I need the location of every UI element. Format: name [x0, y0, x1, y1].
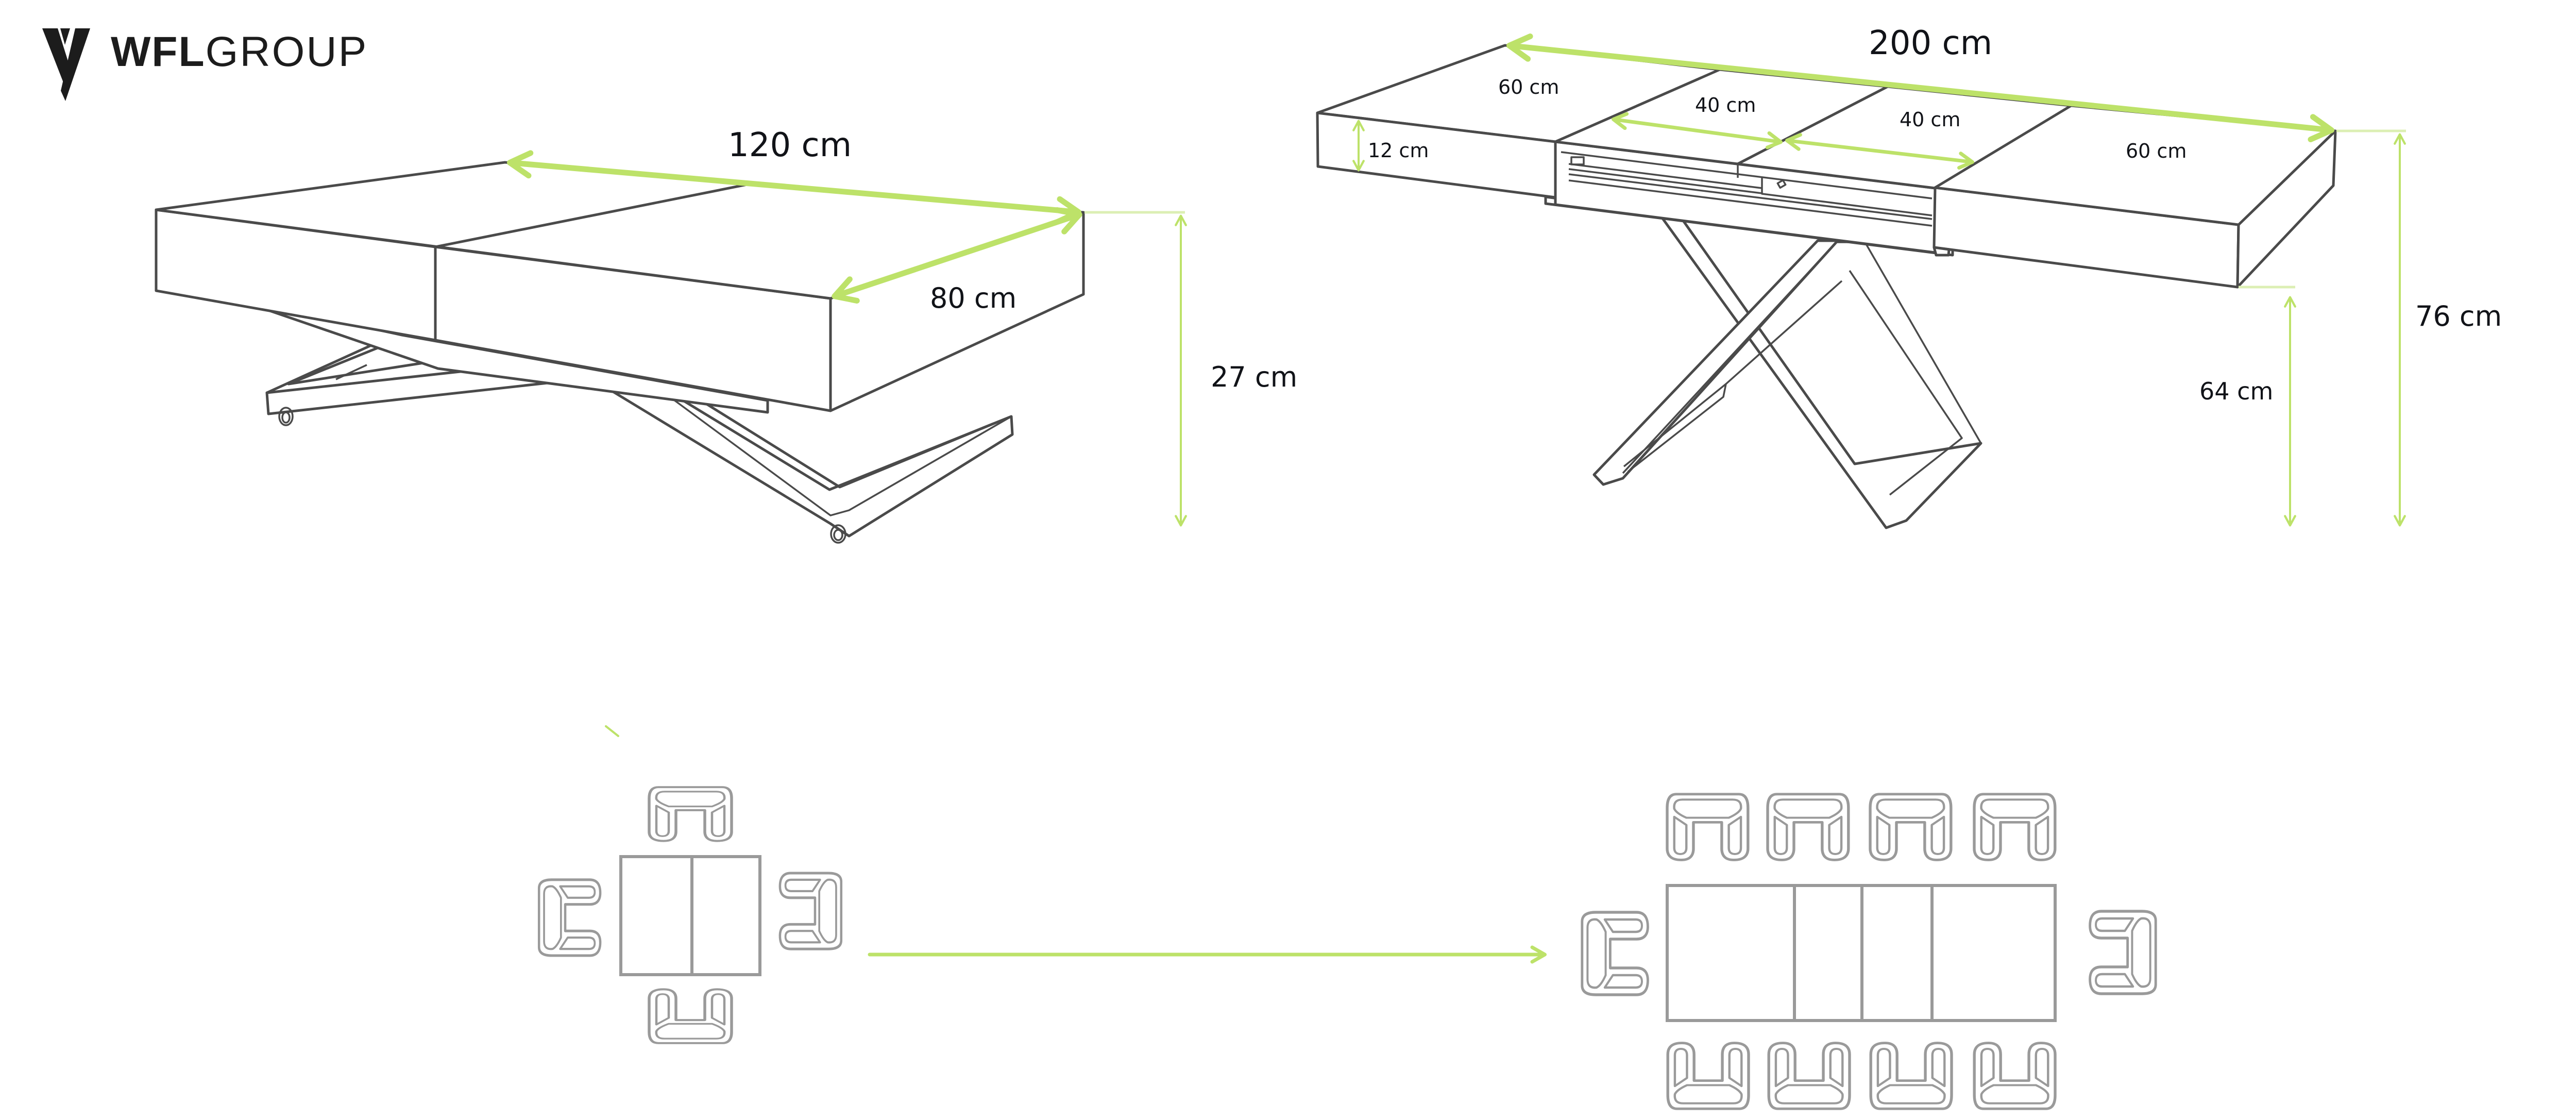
- right-panel-label: 60 cm: [2126, 140, 2187, 162]
- left-panel-label: 60 cm: [1498, 76, 1559, 98]
- chair-icon: [649, 787, 732, 841]
- stray-mark: [605, 725, 619, 737]
- extension-1-dimension-arrow: [1612, 112, 1783, 149]
- seating-plan-compact: [539, 787, 841, 1043]
- total-length-dimension-arrow: [1506, 33, 2334, 143]
- thickness-label: 12 cm: [1368, 139, 1429, 162]
- height-label: 27 cm: [1211, 361, 1297, 393]
- chair-icon: [1768, 794, 1849, 860]
- chair-icon: [1582, 912, 1648, 995]
- chair-icon: [780, 873, 841, 949]
- logo-name-bold: WFL: [111, 28, 206, 75]
- coffee-table-drawing: 120 cm 80 cm 27 cm: [155, 126, 1297, 544]
- chair-icon: [1769, 1043, 1850, 1109]
- brand-logo: WFLGROUP: [42, 28, 368, 101]
- total-height-label: 76 cm: [2415, 300, 2502, 332]
- dining-table-drawing: 200 cm 60 cm 40 cm 40 cm 60 cm 12 cm 64 …: [1316, 24, 2502, 529]
- dining-table-dimensions: 200 cm 60 cm 40 cm 40 cm 60 cm 12 cm 64 …: [1352, 24, 2502, 527]
- extension-2-dimension-arrow: [1785, 133, 1974, 170]
- logo-name-light: GROUP: [206, 28, 368, 75]
- chair-icon: [1871, 1043, 1952, 1109]
- depth-label: 80 cm: [930, 282, 1016, 314]
- dining-table-legs: [1592, 215, 1982, 529]
- chair-icon: [1974, 1043, 2055, 1109]
- total-length-label: 200 cm: [1869, 24, 1992, 62]
- chair-icon: [1668, 1043, 1749, 1109]
- extension-1-label: 40 cm: [1695, 94, 1756, 116]
- extension-2-label: 40 cm: [1900, 108, 1960, 131]
- coffee-table-dimensions: 120 cm 80 cm 27 cm: [507, 126, 1297, 527]
- depth-dimension-arrow: [832, 207, 1082, 304]
- chair-icon: [1667, 794, 1748, 860]
- chair-icon: [1974, 794, 2055, 860]
- w-mark-icon: [42, 28, 90, 101]
- length-dimension-arrow: [507, 150, 1081, 225]
- chair-icon: [539, 880, 600, 956]
- dining-table-extension-rails: [1544, 140, 1954, 257]
- seating-plan-extended: [1582, 794, 2156, 1109]
- chair-icon: [1870, 794, 1951, 860]
- chair-icon: [2090, 911, 2156, 994]
- chair-icon: [649, 989, 732, 1043]
- svg-text:WFLGROUP: WFLGROUP: [111, 28, 368, 75]
- under-top-height-label: 64 cm: [2199, 377, 2273, 405]
- length-label: 120 cm: [728, 126, 852, 164]
